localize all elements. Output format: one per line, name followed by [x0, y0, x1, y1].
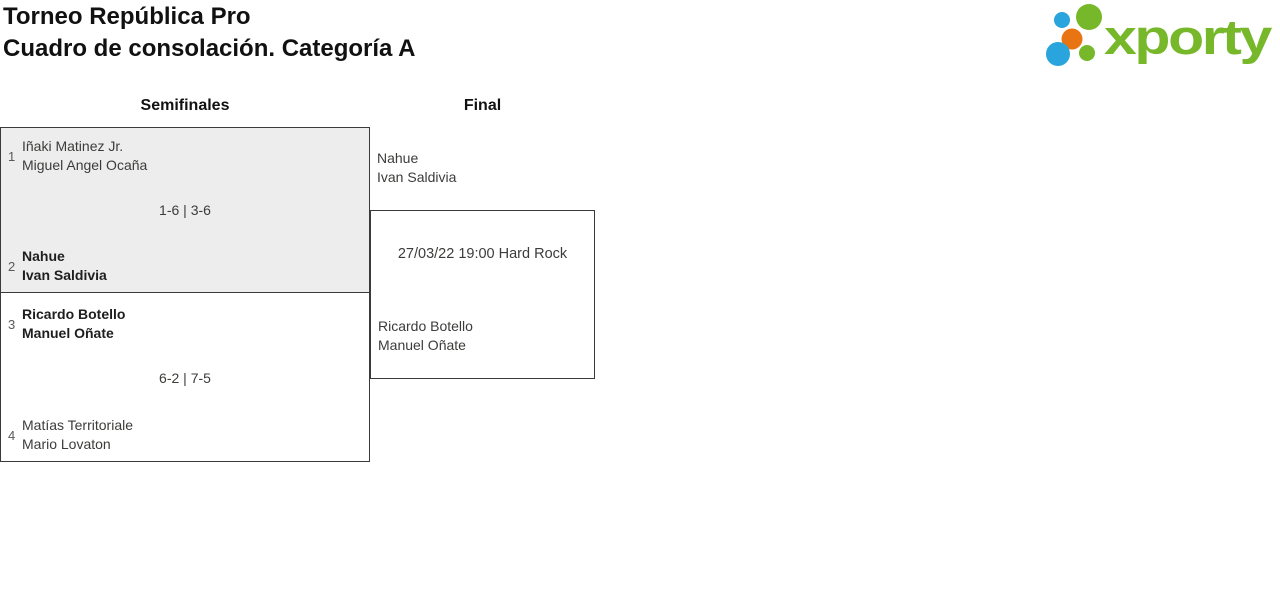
match-final[interactable]: 27/03/22 19:00 Hard Rock Ricardo Botello…	[370, 210, 595, 379]
xporty-logo[interactable]: xporty	[1042, 3, 1272, 69]
logo-dot-orange	[1061, 28, 1083, 50]
title-line-1: Torneo República Pro	[3, 3, 251, 30]
player-name: Matías Territoriale	[22, 417, 134, 433]
logo-dot-blue-small	[1054, 12, 1070, 28]
seed-number: 2	[8, 258, 16, 274]
player-name: Nahue	[22, 248, 65, 264]
round-header-final: Final	[463, 97, 502, 114]
player-name: Ivan Saldivia	[22, 267, 107, 283]
team-sf2-bottom[interactable]: 4 Matías Territoriale Mario Lovaton	[8, 416, 133, 454]
logo-dot-green-small	[1079, 45, 1095, 61]
match-semifinal-2[interactable]: 3 Ricardo Botello Manuel Oñate 6-2 | 7-5…	[0, 292, 370, 462]
player-name: Iñaki Matinez Jr.	[22, 138, 124, 154]
player-name: Ricardo Botello	[22, 306, 126, 322]
round-header-semifinales: Semifinales	[140, 97, 230, 114]
logo-text: xporty	[1104, 11, 1272, 65]
final-datetime: 27/03/22 19:00 Hard Rock	[397, 246, 568, 262]
team-sf1-bottom[interactable]: 2 Nahue Ivan Saldivia	[8, 247, 107, 285]
team-final-bottom[interactable]: Ricardo Botello Manuel Oñate	[378, 317, 473, 355]
match-score: 6-2 | 7-5	[159, 370, 211, 386]
team-sf1-top[interactable]: 1 Iñaki Matinez Jr. Miguel Angel Ocaña	[8, 137, 147, 175]
logo-dot-blue-large	[1046, 42, 1070, 66]
player-name: Mario Lovaton	[22, 436, 111, 452]
team-sf2-top[interactable]: 3 Ricardo Botello Manuel Oñate	[8, 305, 125, 343]
seed-number: 4	[8, 427, 16, 443]
seed-number: 3	[8, 316, 16, 332]
match-score: 1-6 | 3-6	[159, 202, 211, 218]
player-name: Manuel Oñate	[22, 325, 114, 341]
logo-dot-green-large	[1076, 4, 1102, 30]
player-name: Ricardo Botello	[378, 318, 473, 334]
match-semifinal-1[interactable]: 1 Iñaki Matinez Jr. Miguel Angel Ocaña 1…	[0, 127, 370, 293]
page-title: Torneo República Pro Cuadro de consolaci…	[3, 1, 416, 65]
player-name: Manuel Oñate	[378, 337, 466, 353]
player-name: Nahue	[377, 150, 419, 166]
player-name: Miguel Angel Ocaña	[22, 157, 148, 173]
seed-number: 1	[8, 148, 16, 164]
title-line-2: Cuadro de consolación. Categoría A	[3, 35, 416, 62]
player-name: Ivan Saldivia	[377, 169, 457, 185]
team-final-top[interactable]: Nahue Ivan Saldivia	[377, 149, 456, 187]
